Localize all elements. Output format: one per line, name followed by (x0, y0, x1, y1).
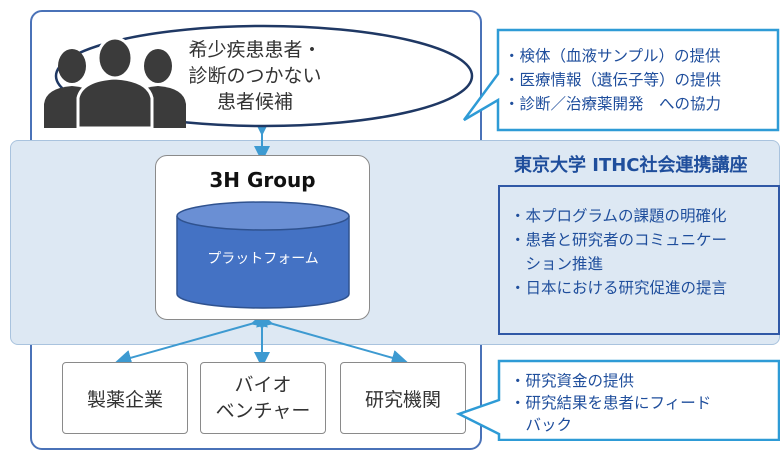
university-item: ・患者と研究者のコミュニケー (510, 231, 728, 249)
arrow-group-research (256, 312, 408, 366)
partner-callout-item: ・研究資金の提供 (510, 372, 635, 390)
patients-line-3: 患者候補 (216, 91, 293, 113)
partner-callout-shape (455, 359, 780, 441)
patients-line-2: 診断のつかない (188, 65, 322, 87)
arrow-group-pharma (115, 312, 268, 366)
group-title: 3H Group (209, 168, 316, 192)
patients-line-1: 希少疾患患者・ (188, 39, 322, 61)
partner-venture-line-1: バイオ (234, 374, 292, 396)
partner-pharma-box: 製薬企業 (62, 362, 188, 434)
partner-callout-item: バック (510, 416, 573, 434)
patients-label: 希少疾患患者・ 診断のつかない 患者候補 (170, 34, 340, 118)
platform-label: プラットフォーム (207, 251, 319, 267)
patient-callout-list: ・検体（血液サンプル）の提供 ・医療情報（遺伝子等）の提供 ・診断／治療薬開発 … (504, 44, 780, 116)
university-item: ・日本における研究促進の提言 (510, 279, 728, 297)
university-box (498, 185, 780, 335)
partner-venture-line-2: ベンチャー (215, 400, 311, 422)
partner-callout-item: ・研究結果を患者にフィード (510, 394, 712, 412)
people-silhouette-icon (44, 36, 186, 128)
university-item: ション推進 (510, 255, 604, 273)
patient-callout-item: ・診断／治療薬開発 への協力 (504, 95, 722, 113)
patient-callout-item: ・医療情報（遺伝子等）の提供 (504, 71, 722, 89)
university-title: 東京大学 ITHC社会連携講座 (514, 155, 748, 176)
university-list: ・本プログラムの課題の明確化 ・患者と研究者のコミュニケー ション推進 ・日本に… (510, 204, 780, 300)
patient-callout-item: ・検体（血液サンプル）の提供 (504, 47, 721, 65)
patient-callout-shape (462, 28, 780, 132)
database-cylinder-icon (176, 201, 350, 309)
partner-pharma-label: 製薬企業 (86, 388, 163, 411)
partner-research-label: 研究機関 (364, 388, 441, 411)
partner-callout-list: ・研究資金の提供 ・研究結果を患者にフィード バック (510, 370, 780, 436)
partner-venture-box: バイオ ベンチャー (200, 362, 326, 434)
university-item: ・本プログラムの課題の明確化 (510, 207, 727, 225)
partner-research-box: 研究機関 (340, 362, 466, 434)
